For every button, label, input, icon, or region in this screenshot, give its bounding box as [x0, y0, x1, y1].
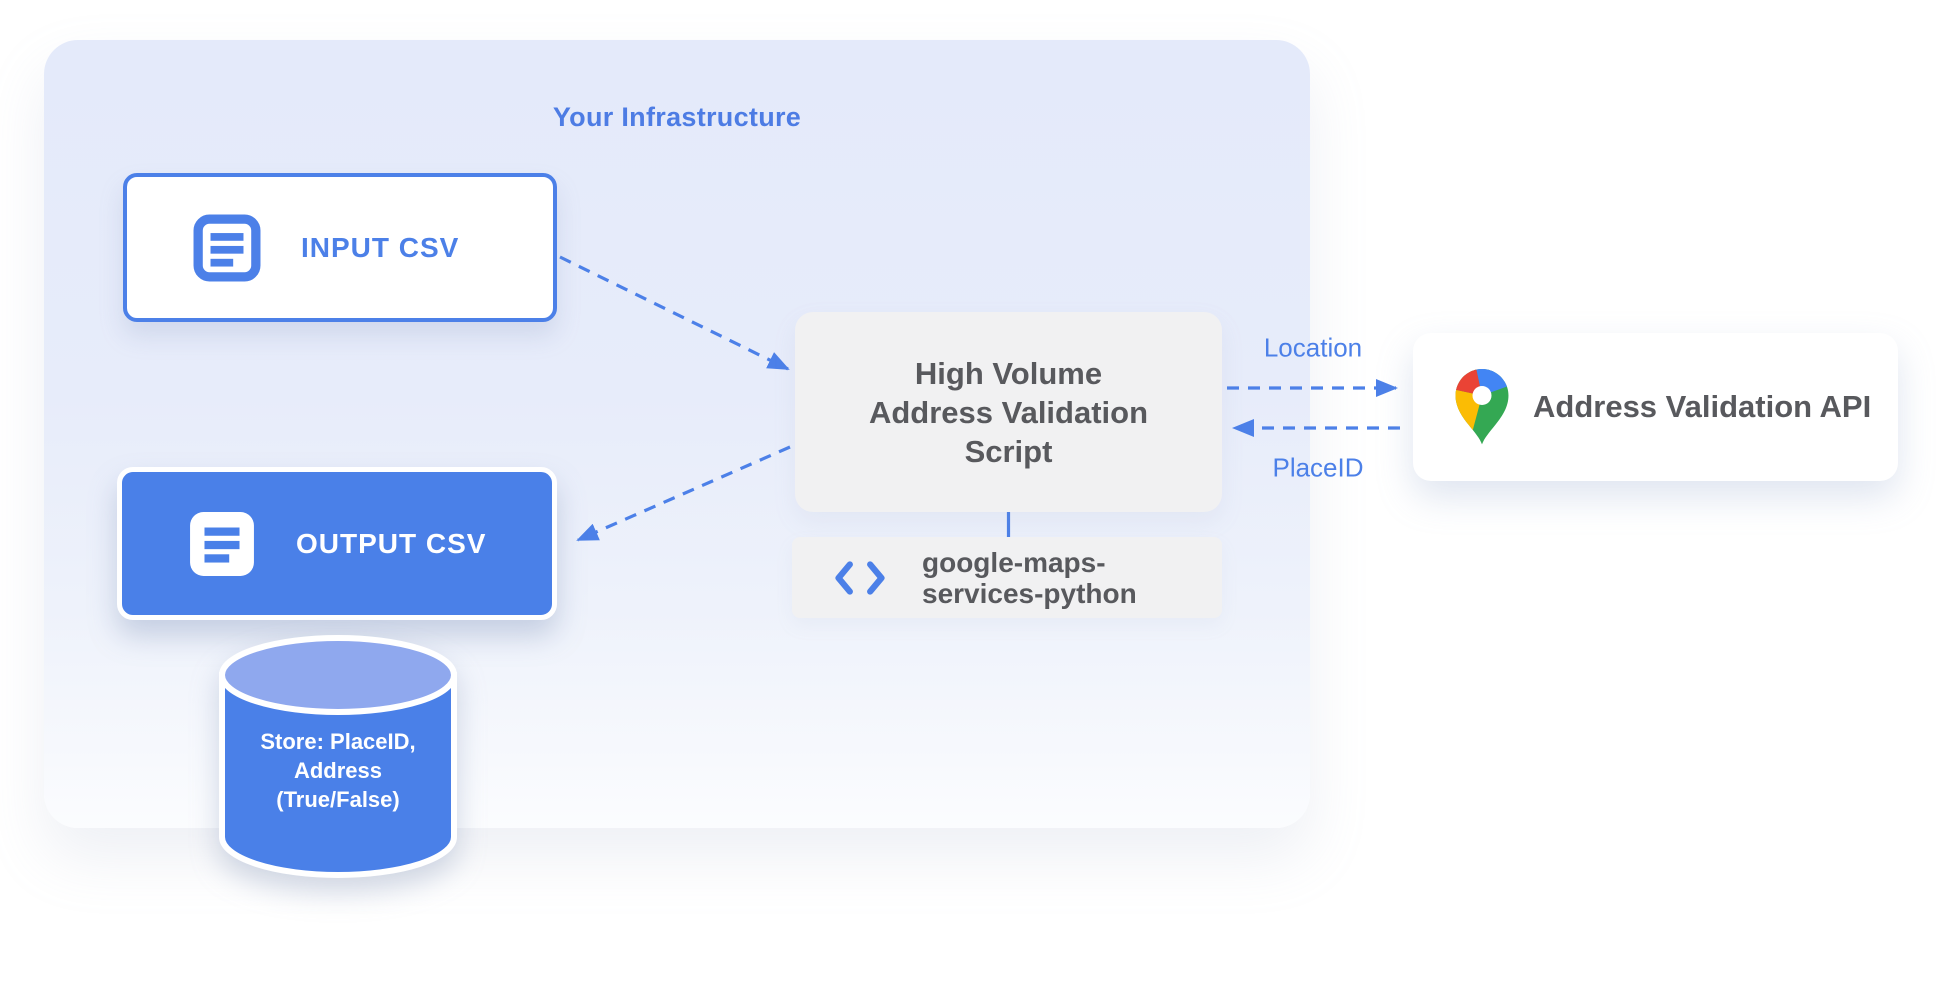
datastore-line: (True/False): [276, 787, 400, 812]
api-label: Address Validation API: [1533, 389, 1872, 424]
script-label-line: High Volume: [914, 355, 1103, 391]
location-edge-label: Location: [1263, 332, 1363, 363]
library-label-line: services-python: [922, 577, 1137, 609]
library-node: google-maps- services-python: [792, 537, 1222, 618]
api-node: Address Validation API: [1413, 333, 1898, 481]
datastore-node: Store: PlaceID, Address (True/False): [210, 631, 466, 893]
input-csv-node: INPUT CSV: [123, 173, 557, 322]
script-label-line: Address Validation: [868, 394, 1149, 430]
output-csv-label: OUTPUT CSV: [296, 527, 487, 559]
container-title: Your Infrastructure: [552, 102, 802, 132]
google-maps-pin-icon: [1455, 369, 1509, 445]
datastore-line: Store: PlaceID,: [260, 729, 416, 754]
database-cylinder: [219, 635, 457, 878]
script-label-line: Script: [964, 433, 1053, 469]
csv-document-icon: [190, 511, 254, 576]
code-brackets-icon: [835, 560, 885, 595]
placeid-edge-label: PlaceID: [1272, 452, 1364, 483]
input-csv-label: INPUT CSV: [301, 231, 460, 263]
datastore-line: Address: [293, 758, 383, 783]
script-node: High Volume Address Validation Script: [795, 312, 1222, 512]
output-csv-node: OUTPUT CSV: [117, 467, 557, 620]
library-label-line: google-maps-: [922, 546, 1106, 578]
datastore-label: Store: PlaceID, Address (True/False): [210, 727, 466, 814]
csv-document-icon: [193, 214, 261, 281]
